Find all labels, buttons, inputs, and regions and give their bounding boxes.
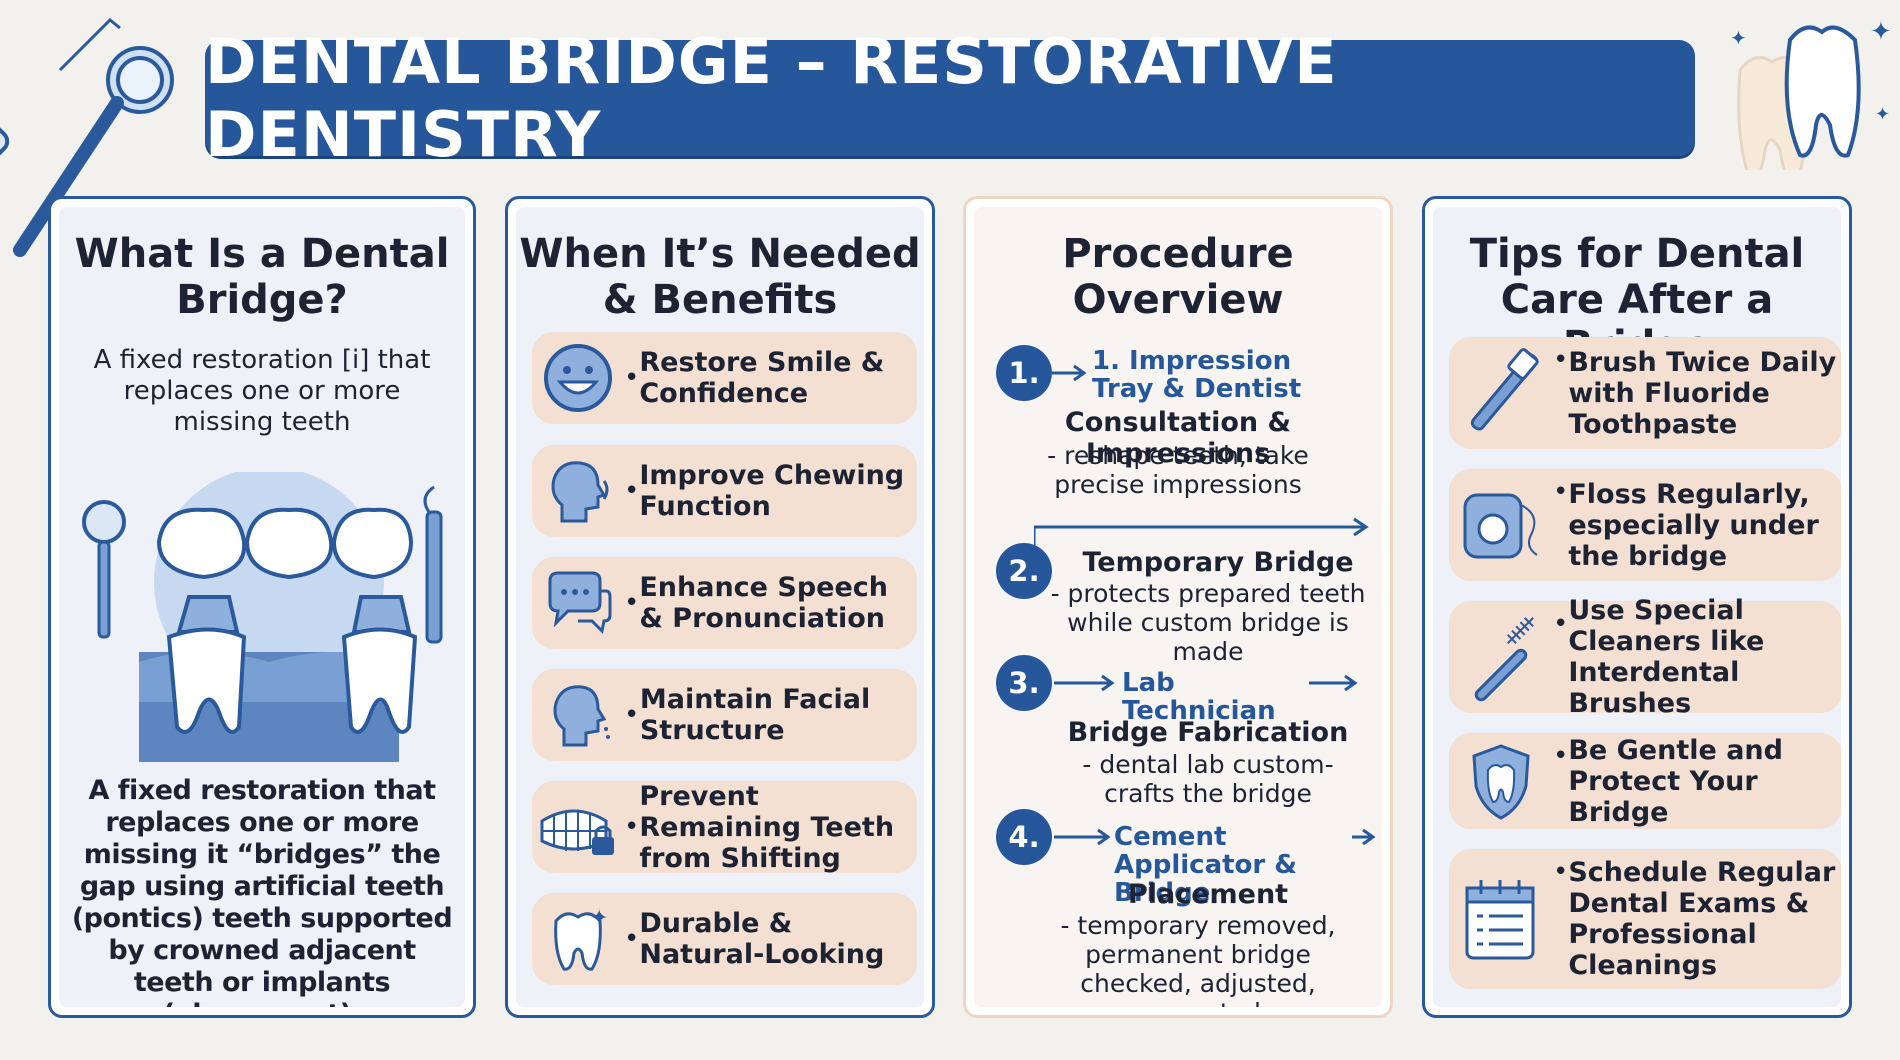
floss-icon xyxy=(1449,485,1553,565)
tip-label: Brush Twice Daily with Fluoride Toothpas… xyxy=(1568,346,1837,440)
step-number: 3. xyxy=(996,655,1052,711)
benefit-label: Improve Chewing Function xyxy=(639,460,905,522)
benefit-item: ✦ • Durable & Natural-Looking xyxy=(532,893,917,985)
benefit-item: • Prevent Remaining Teeth from Shifting xyxy=(532,780,917,874)
step-title: Bridge Fabrication xyxy=(1067,717,1349,748)
arrow-right-icon xyxy=(1352,828,1376,846)
face-profile-icon xyxy=(532,669,624,761)
arrow-right-icon xyxy=(1309,674,1358,692)
benefits-title: When It’s Needed & Benefits xyxy=(519,231,921,323)
step-number: 2. xyxy=(996,543,1052,599)
page-title: DENTAL BRIDGE – RESTORATIVE DENTISTRY xyxy=(205,25,1338,171)
svg-text:✦: ✦ xyxy=(1875,104,1890,125)
tip-item: • Use Special Cleaners like Interdental … xyxy=(1449,595,1841,719)
svg-text:✦: ✦ xyxy=(1730,26,1747,50)
what-is-card: What Is a Dental Bridge? A fixed restora… xyxy=(48,196,476,1018)
step-desc: - reshape teeth, take precise impression… xyxy=(1047,441,1309,499)
calendar-checklist-icon xyxy=(1449,876,1553,962)
tip-item: • Floss Regularly, especially under the … xyxy=(1449,469,1841,581)
step-desc: - dental lab custom-crafts the bridge xyxy=(1082,750,1334,808)
interdental-brush-icon xyxy=(1449,612,1553,702)
step-tool-label: 1. Impression Tray & Dentist xyxy=(1092,346,1302,404)
dental-bridge-illustration xyxy=(139,472,418,762)
benefit-label: Enhance Speech & Pronunciation xyxy=(639,572,889,634)
sparkle-tooth-icon: ✦ xyxy=(532,893,624,985)
benefit-item: • Maintain Facial Structure xyxy=(532,669,917,761)
procedure-title: Procedure Overview xyxy=(1062,231,1294,323)
tips-card: Tips for Dental Care After a Bridge • Br… xyxy=(1422,196,1852,1018)
shield-tooth-icon xyxy=(1449,742,1553,820)
benefit-label: Restore Smile & Confidence xyxy=(639,347,885,409)
tip-item: • Be Gentle and Protect Your Bridge xyxy=(1449,733,1841,829)
dental-tools-decoration xyxy=(0,17,174,267)
benefit-label: Durable & Natural-Looking xyxy=(639,908,885,970)
step-title: Consultation & Impressions xyxy=(1064,407,1292,469)
benefit-item: • Restore Smile & Confidence xyxy=(532,332,917,424)
benefits-card: When It’s Needed & Benefits • Restore Sm… xyxy=(505,196,935,1018)
arrow-right-icon xyxy=(1054,674,1115,692)
head-chewing-icon xyxy=(532,445,624,537)
what-is-title: What Is a Dental Bridge? xyxy=(74,231,450,323)
dental-explorer-icon xyxy=(423,485,443,644)
what-is-body: A fixed restoration that replaces one or… xyxy=(71,775,453,1007)
benefit-label: Maintain Facial Structure xyxy=(639,684,871,746)
tooth-sparkle-decoration: ✦ ✦ ✦ xyxy=(1730,17,1892,170)
step-tool-label: Cement Applicator & Bridge xyxy=(1114,822,1297,908)
step-desc: - protects prepared teeth while custom b… xyxy=(1050,579,1366,666)
mouth-mirror-icon xyxy=(82,500,126,639)
speech-bubbles-icon xyxy=(532,557,624,649)
svg-text:✦: ✦ xyxy=(590,906,608,931)
arrow-right-icon xyxy=(1052,364,1087,382)
arrow-right-icon xyxy=(1054,828,1111,846)
tip-item: • Brush Twice Daily with Fluoride Toothp… xyxy=(1449,337,1841,449)
benefit-item: • Enhance Speech & Pronunciation xyxy=(532,557,917,649)
step-title: Placement xyxy=(1127,879,1289,910)
benefit-label: Prevent Remaining Teeth from Shifting xyxy=(639,780,895,874)
tip-label: Use Special Cleaners like Interdental Br… xyxy=(1568,595,1765,719)
teeth-lock-icon xyxy=(532,781,624,873)
procedure-card: Procedure Overview 1. 1. Impression Tray… xyxy=(963,196,1393,1018)
step-desc: - temporary removed, permanent bridge ch… xyxy=(1060,911,1336,1007)
step-title: Temporary Bridge xyxy=(1082,547,1354,578)
title-banner: DENTAL BRIDGE – RESTORATIVE DENTISTRY xyxy=(205,25,1695,171)
what-is-subtitle: A fixed restoration [i] that replaces on… xyxy=(93,345,431,437)
benefit-item: • Improve Chewing Function xyxy=(532,445,917,537)
svg-text:✦: ✦ xyxy=(1870,17,1892,47)
flow-arrow-icon xyxy=(1034,517,1369,547)
toothbrush-icon xyxy=(1449,348,1553,438)
tip-label: Schedule Regular Dental Exams & Professi… xyxy=(1568,857,1836,981)
step-tool-label: Lab Technician xyxy=(1122,668,1276,726)
tip-label: Be Gentle and Protect Your Bridge xyxy=(1568,734,1783,828)
step-number: 1. xyxy=(996,345,1052,401)
tip-label: Floss Regularly, especially under the br… xyxy=(1568,478,1819,572)
tip-item: • Schedule Regular Dental Exams & Profes… xyxy=(1449,849,1841,989)
smiley-face-icon xyxy=(532,332,624,424)
step-number: 4. xyxy=(996,809,1052,865)
